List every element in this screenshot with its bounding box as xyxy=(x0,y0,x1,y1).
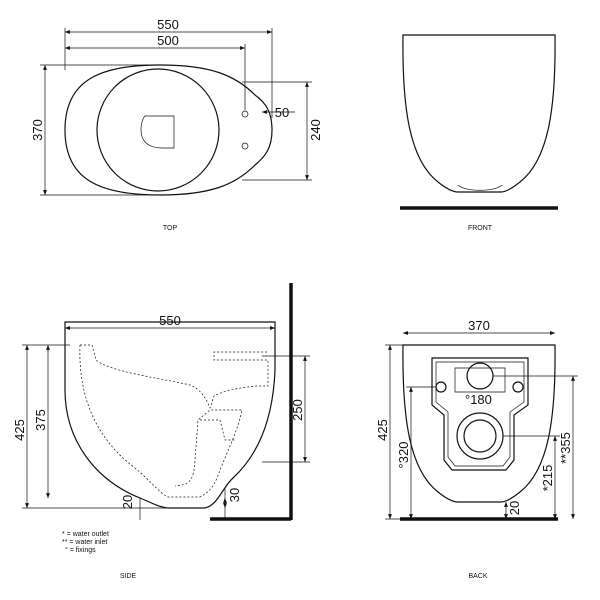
front-view-label: FRONT xyxy=(468,225,493,232)
back-mounting-plate-inner xyxy=(435,361,525,467)
legend-water-inlet: ** = water inlet xyxy=(62,539,107,546)
top-outlet-shape xyxy=(140,115,175,149)
back-outlet-inner xyxy=(463,419,497,453)
side-dim-20: 20 xyxy=(120,495,135,509)
side-outlet-pipe xyxy=(200,419,235,441)
side-internal-trap xyxy=(80,344,269,410)
top-fixing-hole-upper xyxy=(241,110,249,118)
side-dim-375: 375 xyxy=(33,409,48,431)
legend-water-outlet: * = water outlet xyxy=(62,531,109,538)
top-dim-240: 240 xyxy=(308,119,323,141)
top-bowl-outline xyxy=(64,64,273,196)
top-view-label: TOP xyxy=(163,225,178,232)
back-mounting-plate xyxy=(431,357,529,471)
top-view: 550 500 370 240 50 TOP xyxy=(30,17,323,232)
back-bowl-outline xyxy=(402,344,556,503)
back-inlet-recess xyxy=(454,367,506,393)
back-dim-180: °180 xyxy=(465,392,492,407)
back-dim-215: *215 xyxy=(540,465,555,492)
back-view-label: BACK xyxy=(468,573,487,580)
side-legend: * = water outlet ** = water inlet ° = fi… xyxy=(62,531,109,554)
legend-fixings: ° = fixings xyxy=(65,546,96,554)
back-dim-20: 20 xyxy=(507,501,522,515)
top-dim-500: 500 xyxy=(157,33,179,48)
top-fixing-hole-lower xyxy=(241,142,249,150)
side-bowl-outline xyxy=(64,321,276,509)
side-dim-250: 250 xyxy=(290,399,305,421)
front-base-foot xyxy=(457,184,503,191)
back-dim-355: **355 xyxy=(558,432,573,464)
top-bowl-opening xyxy=(96,68,220,192)
back-dim-320: °320 xyxy=(396,442,411,469)
back-fixing-right xyxy=(512,381,524,393)
side-dim-30: 30 xyxy=(227,488,242,502)
side-internal-channel xyxy=(79,344,243,498)
back-fixing-left xyxy=(435,381,447,393)
back-inlet-opening xyxy=(466,362,494,390)
front-bowl-outline xyxy=(402,34,556,193)
back-dim-370: 370 xyxy=(468,318,490,333)
back-dim-425: 425 xyxy=(375,419,390,441)
top-dim-50: 50 xyxy=(275,105,289,120)
top-dim-550: 550 xyxy=(157,17,179,32)
side-view: 550 425 375 250 20 30 * = water outlet *… xyxy=(12,283,310,580)
front-view: FRONT xyxy=(400,34,558,232)
side-view-label: SIDE xyxy=(120,573,137,580)
side-dim-425: 425 xyxy=(12,419,27,441)
back-view: 370 425 °320 °180 **355 *215 20 BACK xyxy=(375,318,578,580)
top-dim-370: 370 xyxy=(30,119,45,141)
side-dim-550: 550 xyxy=(159,313,181,328)
